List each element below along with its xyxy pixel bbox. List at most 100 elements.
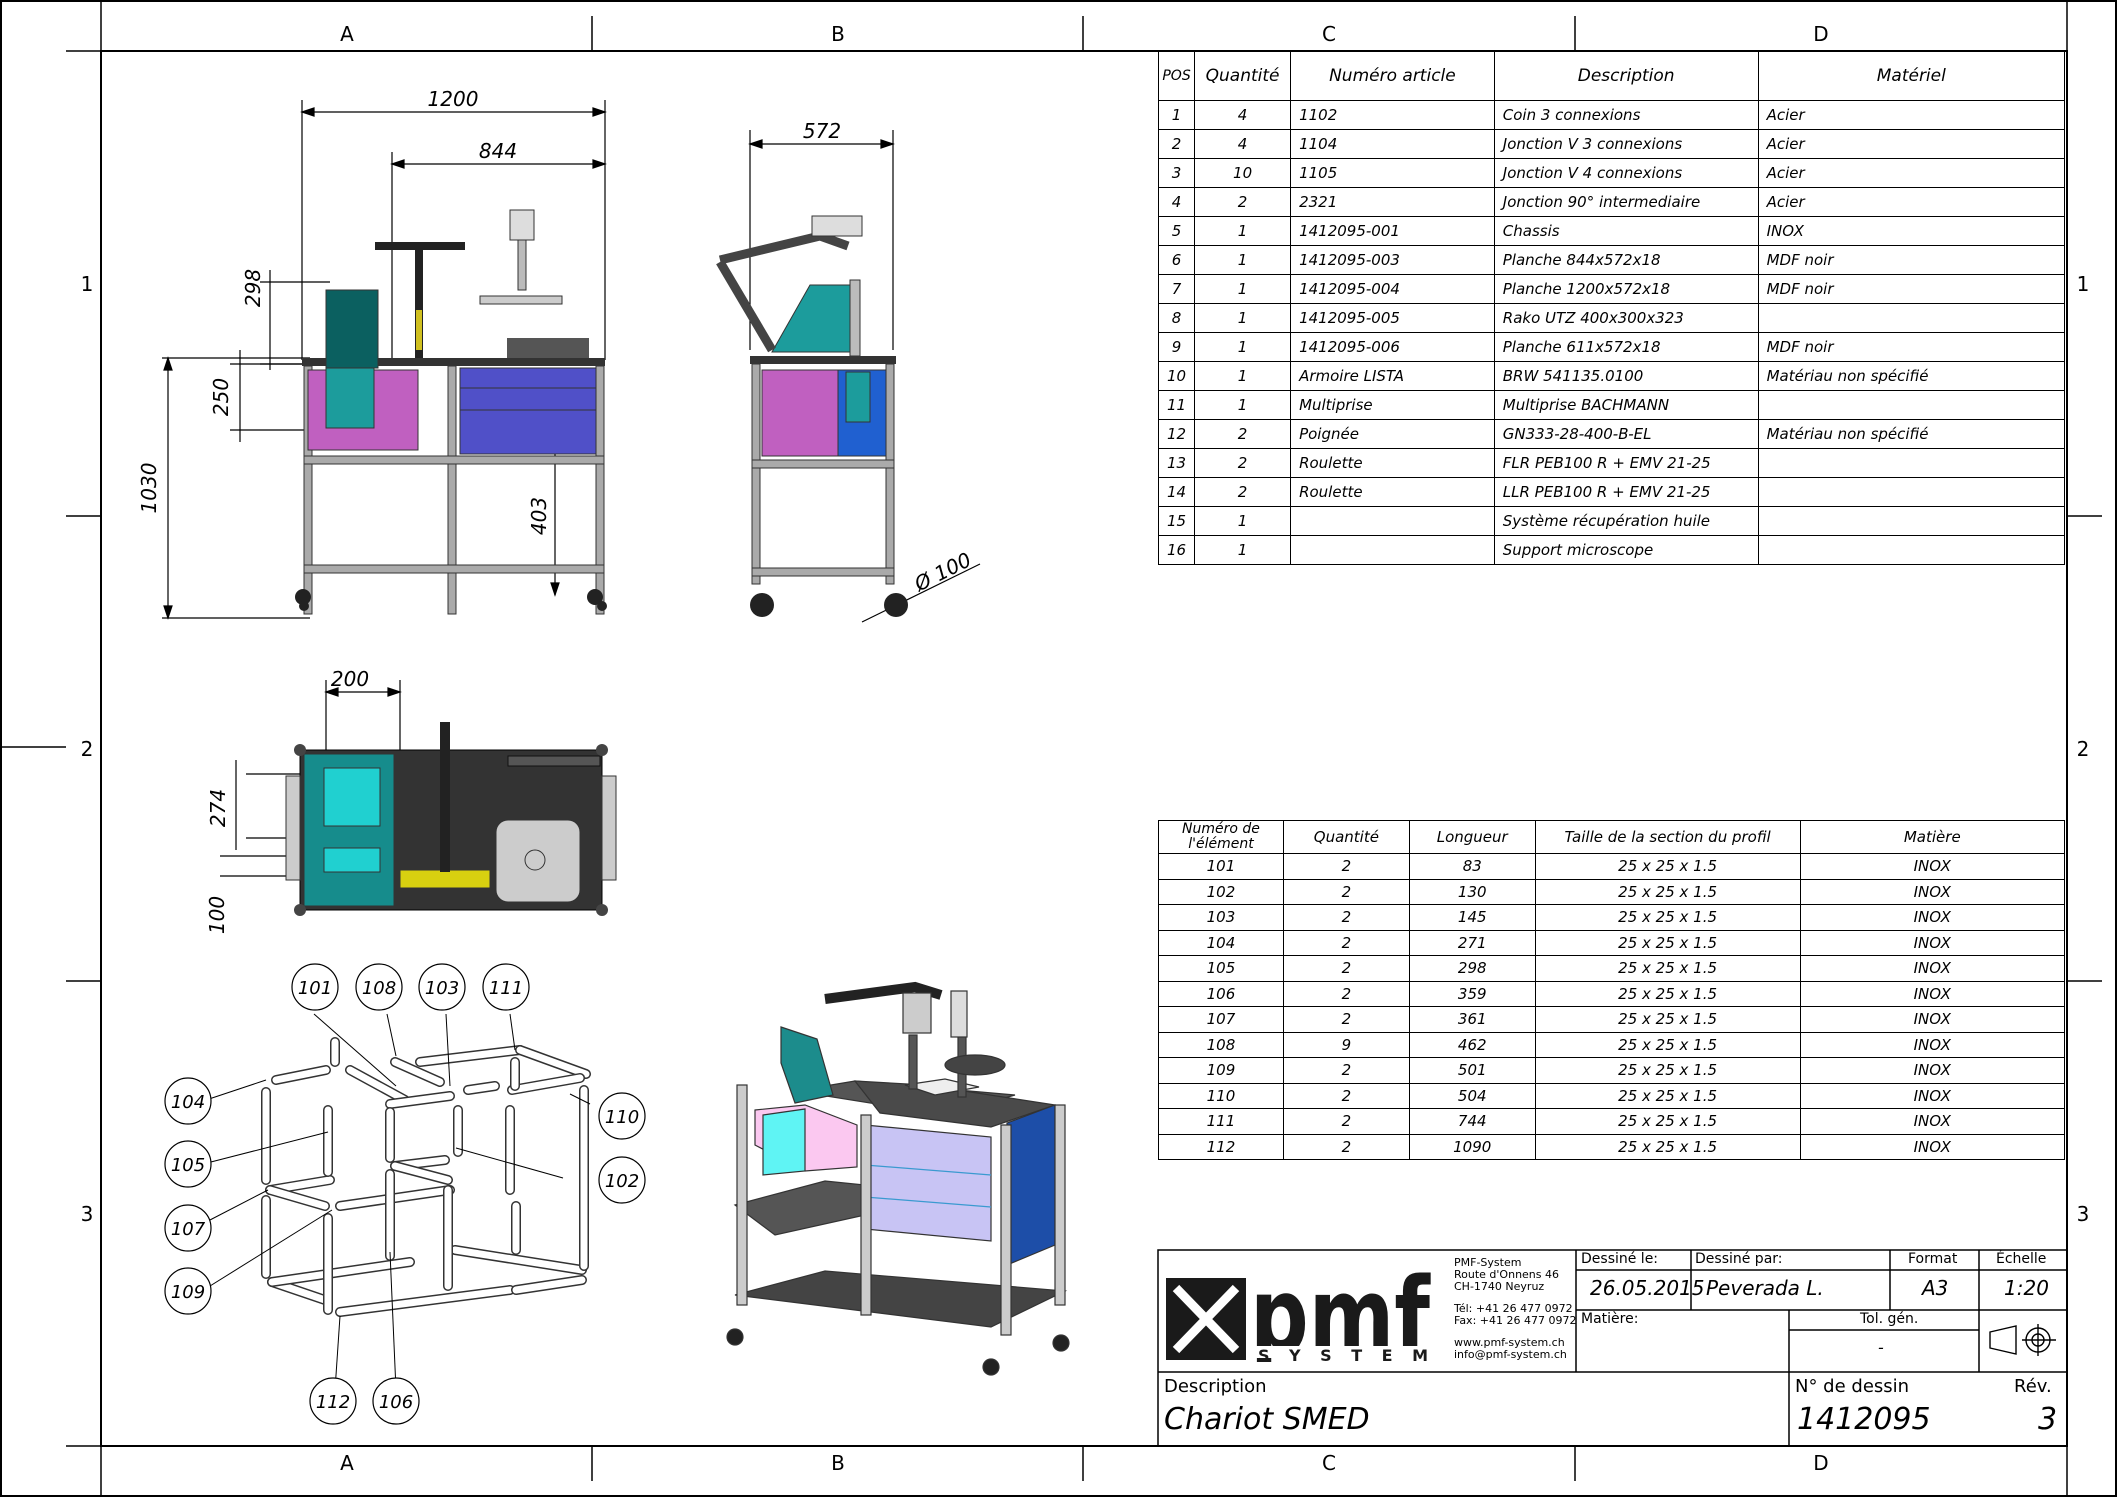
callout-105: 105 xyxy=(164,1140,212,1188)
profile-cell-quantity: 2 xyxy=(1282,980,1410,1007)
profile-cell-element: 109 xyxy=(1158,1057,1284,1084)
bom-cell-description: BRW 541135.0100 xyxy=(1493,361,1759,391)
bom-cell-pos: 1 xyxy=(1157,100,1196,130)
profile-header-element: Numéro de l'élément xyxy=(1158,820,1284,854)
bom-cell-pos: 5 xyxy=(1157,216,1196,246)
callout-111: 111 xyxy=(482,963,530,1011)
bom-cell-description: Planche 611x572x18 xyxy=(1493,332,1759,362)
bom-table: POS Quantité Numéro article Description … xyxy=(1157,51,2066,565)
description-value: Chariot SMED xyxy=(1164,1402,1370,1437)
bom-cell-quantity: 4 xyxy=(1194,100,1292,130)
dim-250: 250 xyxy=(209,378,233,416)
exploded-tubes xyxy=(261,1037,591,1317)
profile-cell-length: 298 xyxy=(1408,955,1536,982)
bom-cell-pos: 3 xyxy=(1157,158,1196,188)
top-cart-geometry xyxy=(285,722,617,916)
profile-cell-material: INOX xyxy=(1799,980,2066,1007)
profile-cell-section: 25 x 25 x 1.5 xyxy=(1534,878,1801,905)
zone-label-col-a: A xyxy=(340,22,354,46)
bom-cell-material: Acier xyxy=(1757,100,2066,130)
profile-cell-material: INOX xyxy=(1799,853,2066,880)
profile-cell-length: 744 xyxy=(1408,1108,1536,1135)
bom-cell-material xyxy=(1757,448,2066,478)
bom-cell-quantity: 1 xyxy=(1194,245,1292,275)
callout-110: 110 xyxy=(598,1092,646,1140)
tolerance-value: - xyxy=(1878,1338,1884,1357)
callout-107: 107 xyxy=(164,1204,212,1252)
bom-header-quantity: Quantité xyxy=(1194,51,1292,101)
bom-cell-article: 1412095-005 xyxy=(1290,303,1495,333)
front-view-dimensions xyxy=(162,100,607,620)
bom-cell-material xyxy=(1757,535,2066,565)
bom-cell-description: Coin 3 connexions xyxy=(1493,100,1759,130)
profile-cell-material: INOX xyxy=(1799,878,2066,905)
bom-cell-article: 2321 xyxy=(1290,187,1495,217)
profile-cell-quantity: 2 xyxy=(1282,929,1410,956)
projection-symbol-icon xyxy=(1989,1324,2056,1356)
bom-cell-pos: 14 xyxy=(1157,477,1196,507)
profile-cell-length: 145 xyxy=(1408,904,1536,931)
dim-572: 572 xyxy=(803,119,841,143)
profile-cell-element: 101 xyxy=(1158,853,1284,880)
bom-cell-material: Matériau non spécifié xyxy=(1757,361,2066,391)
bom-cell-pos: 11 xyxy=(1157,390,1196,420)
bom-cell-pos: 12 xyxy=(1157,419,1196,449)
bom-header-material: Matériel xyxy=(1757,51,2066,101)
svg-text:112: 112 xyxy=(316,1392,350,1413)
iso-cart-geometry xyxy=(726,981,1070,1376)
profile-cell-quantity: 2 xyxy=(1282,1006,1410,1033)
zone-label-row-2: 2 xyxy=(80,737,94,761)
profile-cell-section: 25 x 25 x 1.5 xyxy=(1534,1031,1801,1058)
exploded-frame-view: 101 108 103 111 104 110 105 102 107 109 … xyxy=(164,963,646,1425)
bom-cell-material: Acier xyxy=(1757,129,2066,159)
side-view: 572 Ø 100 xyxy=(716,119,981,623)
bom-cell-description: Rako UTZ 400x300x323 xyxy=(1493,303,1759,333)
dim-403: 403 xyxy=(527,497,551,535)
profile-header-quantity: Quantité xyxy=(1282,820,1410,854)
tolerance-label: Tol. gén. xyxy=(1860,1311,1919,1327)
bom-cell-description: Jonction V 4 connexions xyxy=(1493,158,1759,188)
zone-label-col-b-bottom: B xyxy=(831,1451,845,1475)
profile-cell-material: INOX xyxy=(1799,1006,2066,1033)
profile-cell-section: 25 x 25 x 1.5 xyxy=(1534,904,1801,931)
front-cart-geometry xyxy=(295,209,607,615)
bom-cell-article: Roulette xyxy=(1290,477,1495,507)
profile-cell-material: INOX xyxy=(1799,929,2066,956)
bom-cell-material: Matériau non spécifié xyxy=(1757,419,2066,449)
zone-label-row-1-right: 1 xyxy=(2076,272,2090,296)
callout-101: 101 xyxy=(291,963,339,1011)
bom-cell-quantity: 1 xyxy=(1194,303,1292,333)
profile-cell-quantity: 2 xyxy=(1282,1082,1410,1109)
zone-label-col-d-bottom: D xyxy=(1813,1451,1829,1475)
bom-header-pos: POS xyxy=(1157,51,1196,101)
profile-cell-element: 110 xyxy=(1158,1082,1284,1109)
dim-100: 100 xyxy=(205,896,229,934)
profile-cell-section: 25 x 25 x 1.5 xyxy=(1534,980,1801,1007)
svg-text:111: 111 xyxy=(489,978,523,999)
bom-cell-quantity: 10 xyxy=(1194,158,1292,188)
bom-cell-quantity: 2 xyxy=(1194,187,1292,217)
callout-108: 108 xyxy=(355,963,403,1011)
profile-cell-material: INOX xyxy=(1799,1082,2066,1109)
bom-cell-material: Acier xyxy=(1757,158,2066,188)
profile-cell-quantity: 9 xyxy=(1282,1031,1410,1058)
bom-cell-pos: 7 xyxy=(1157,274,1196,304)
bom-cell-article: 1104 xyxy=(1290,129,1495,159)
profile-cell-length: 359 xyxy=(1408,980,1536,1007)
bom-cell-material: MDF noir xyxy=(1757,332,2066,362)
bom-cell-material: Acier xyxy=(1757,187,2066,217)
profile-cell-material: INOX xyxy=(1799,1031,2066,1058)
